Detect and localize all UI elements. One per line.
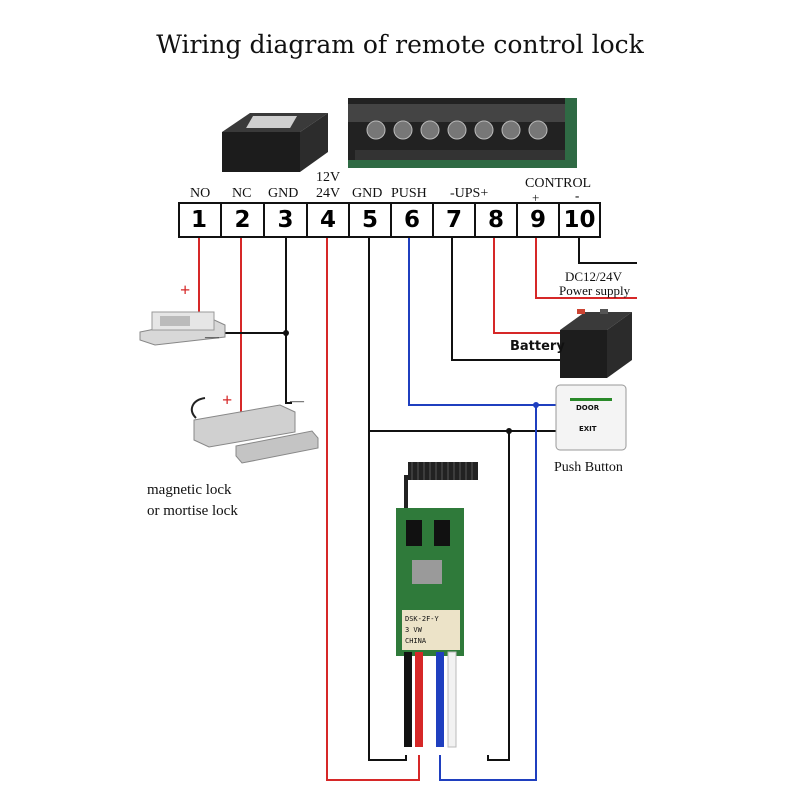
relay-text-line3: CHINA	[405, 637, 427, 645]
receiver-module-icon	[396, 462, 478, 748]
terminal-label-gnd-2: GND	[352, 186, 383, 201]
battery-icon	[560, 309, 632, 378]
relay-text-line2: 3 VW	[405, 626, 422, 634]
magnetic-lock-icon	[190, 397, 319, 464]
diagram-title: Wiring diagram of remote control lock	[156, 30, 644, 59]
mortise-lock-icon	[139, 311, 226, 346]
terminal-1: 1	[190, 207, 207, 233]
terminal-8: 8	[474, 204, 516, 237]
terminal-label-control: CONTROL	[525, 176, 592, 191]
terminal-label-plus: +	[532, 190, 540, 205]
terminal-label-nc: NC	[232, 186, 252, 201]
power-supply-box-icon	[222, 113, 328, 172]
magnetic-minus-sign: —	[290, 394, 304, 409]
push-button-label: Push Button	[554, 460, 623, 475]
terminal-label-ups: -UPS+	[450, 186, 489, 201]
terminal-block-photo-icon	[348, 98, 577, 168]
terminal-label-gnd-1: GND	[268, 186, 299, 201]
terminal-4: 4	[306, 204, 348, 237]
power-supply-label-line2: Power supply	[559, 283, 631, 298]
terminal-9: 9	[516, 204, 558, 237]
battery-label: Battery	[510, 339, 565, 354]
terminal-label-minus: -	[575, 188, 580, 203]
lock-label-line2: or mortise lock	[147, 503, 238, 519]
relay-text-line1: DSK-2F-Y	[405, 615, 439, 623]
terminal-5: 5	[348, 204, 390, 237]
terminal-strip	[178, 202, 601, 238]
terminal-3: 3	[263, 204, 306, 237]
terminal-label-12v: 12V	[316, 170, 341, 185]
terminal-2: 2	[220, 204, 263, 237]
magnetic-plus-sign: +	[222, 390, 233, 410]
power-supply-label-line1: DC12/24V	[565, 269, 623, 284]
mortise-plus-sign: +	[180, 280, 191, 300]
door-text: DOOR	[576, 404, 600, 412]
terminal-7: 7	[432, 204, 474, 237]
terminal-10: 10	[558, 204, 599, 237]
mortise-minus-sign: —	[205, 330, 219, 345]
terminal-label-24v: 24V	[316, 186, 341, 201]
exit-text: EXIT	[579, 425, 597, 433]
lock-label-line1: magnetic lock	[147, 482, 232, 498]
terminal-label-no: NO	[190, 186, 211, 201]
push-button-plate-icon	[555, 384, 627, 451]
terminal-label-push: PUSH	[391, 186, 427, 201]
terminal-6: 6	[390, 204, 432, 237]
